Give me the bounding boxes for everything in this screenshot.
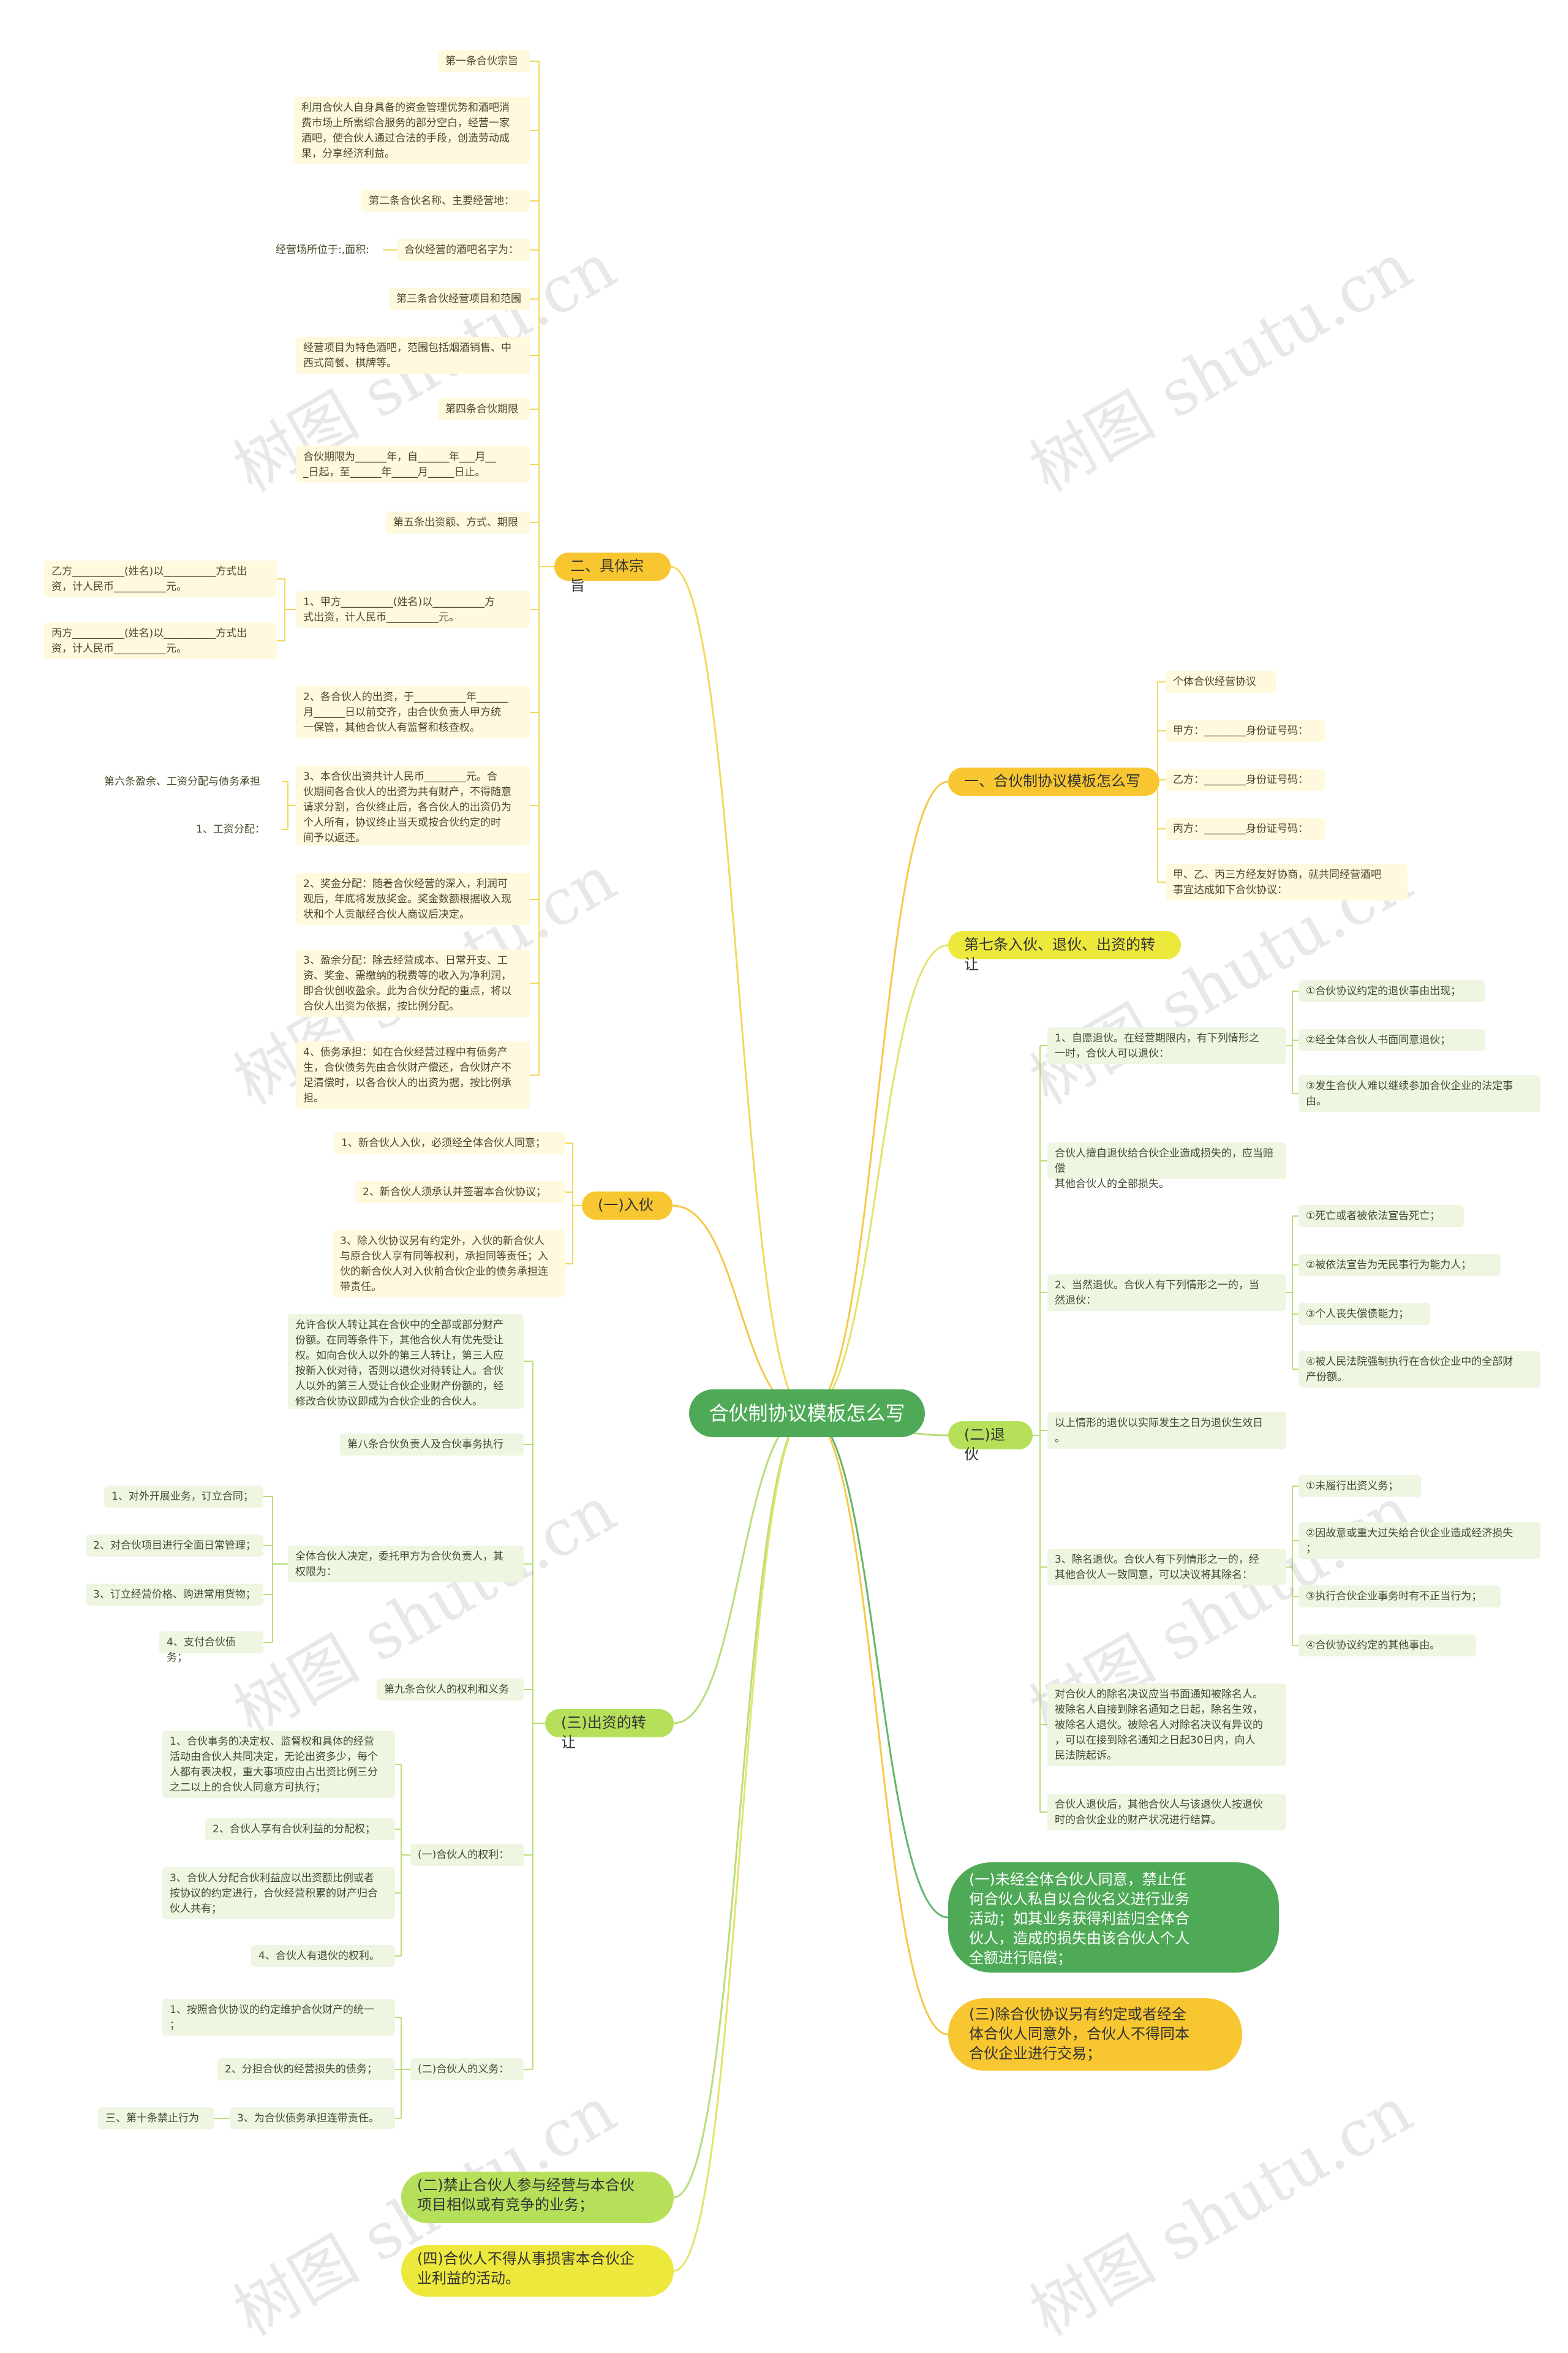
quit-item-6: 对合伙人的除名决议应当书面通知被除名人。 被除名人自接到除名通知之日起，除名生效… — [1047, 1683, 1286, 1766]
spec-item-15: 4、债务承担：如在合伙经营过程中有债务产 生，合伙债务先由合伙财产偿还，合伙财产… — [296, 1041, 530, 1109]
branch-no-compete[interactable]: (二)禁止合伙人参与经营与本合伙 项目相似或有竞争的业务； — [401, 2172, 674, 2223]
transfer-right-3: 3、合伙人分配合伙利益应以出资额比例或者 按协议的约定进行，合伙经营积累的财产归… — [162, 1867, 395, 1919]
quit-item-3-a: ①死亡或者被依法宣告死亡； — [1298, 1205, 1464, 1227]
branch-transfer[interactable]: (三)出资的转让 — [545, 1709, 674, 1751]
root-node[interactable]: 合伙制协议模板怎么写 — [689, 1389, 925, 1437]
how-item-2: 甲方：________身份证号码： — [1166, 720, 1325, 742]
spec-item-12: 3、本合伙出资共计人民币________元。合 伙期间各合伙人的出资为共有财产，… — [296, 766, 530, 845]
branch-no-harm[interactable]: (四)合伙人不得从事损害本合伙企 业利益的活动。 — [401, 2245, 674, 2297]
branch-no-self-dealing[interactable]: (三)除合伙协议另有约定或者经全 体合伙人同意外，合伙人不得同本 合伙企业进行交… — [948, 1998, 1242, 2071]
quit-item-5-b: ②因故意或重大过失给合伙企业造成经济损失 ； — [1298, 1522, 1540, 1559]
transfer-power-4: 4、支付合伙债务； — [159, 1631, 263, 1664]
quit-item-5-d: ④合伙协议约定的其他事由。 — [1298, 1634, 1476, 1656]
spec-item-2: 利用合伙人自身具备的资金管理优势和酒吧消 费市场上所需综合服务的部分空白，经营一… — [294, 97, 530, 164]
spec-item-9: 第五条出资额、方式、期限 — [386, 512, 530, 534]
spec-item-3: 第二条合伙名称、主要经营地： — [361, 190, 530, 212]
quit-item-1-b: ②经全体合伙人书面同意退伙； — [1298, 1029, 1485, 1051]
transfer-item-3: 全体合伙人决定，委托甲方为合伙负责人，其 权限为： — [288, 1546, 524, 1582]
how-item-1: 个体合伙经营协议 — [1166, 671, 1276, 693]
quit-item-3-b: ②被依法宣告为无民事行为能力人； — [1298, 1254, 1501, 1276]
quit-item-1: 1、自愿退伙。在经营期限内，有下列情形之 一时，合伙人可以退伙： — [1047, 1027, 1286, 1064]
transfer-duty-3: 3、为合伙债务承担连带责任。 — [230, 2107, 395, 2129]
join-item-3: 3、除入伙协议另有约定外，入伙的新合伙人 与原合伙人享有同等权利，承担同等责任；… — [333, 1230, 565, 1297]
transfer-right-1: 1、合伙事务的决定权、监督权和具体的经营 活动由合伙人共同决定，无论出资多少，每… — [162, 1731, 395, 1798]
join-item-2: 2、新合伙人须承认并签署本合伙协议； — [355, 1181, 565, 1203]
spec-item-7: 第四条合伙期限 — [438, 398, 530, 420]
quit-item-5-a: ①未履行出资义务； — [1298, 1475, 1421, 1497]
transfer-item-1: 允许合伙人转让其在合伙中的全部或部分财产 份额。在同等条件下，其他合伙人有优先受… — [288, 1314, 524, 1409]
branch-article-7[interactable]: 第七条入伙、退伙、出资的转让 — [948, 931, 1181, 973]
spec-item-8: 合伙期限为______年，自______年___月__ _日起，至______年… — [296, 446, 530, 483]
how-item-5: 甲、乙、丙三方经友好协商，就共同经营酒吧 事宜达成如下合伙协议： — [1166, 864, 1408, 901]
spec-item-4: 合伙经营的酒吧名字为： — [397, 239, 530, 261]
transfer-power-1: 1、对外开展业务，订立合同； — [104, 1486, 263, 1508]
how-item-4: 丙方：________身份证号码： — [1166, 818, 1325, 840]
transfer-item-2: 第八条合伙负责人及合伙事务执行 — [340, 1433, 524, 1456]
spec-item-wage: 1、工资分配： — [196, 823, 265, 836]
transfer-right-4: 4、合伙人有退伙的权利。 — [251, 1945, 395, 1967]
transfer-power-3: 3、订立经营价格、购进常用货物； — [86, 1584, 263, 1606]
how-item-3: 乙方：________身份证号码： — [1166, 769, 1325, 791]
quit-item-1-a: ①合伙协议约定的退伙事由出现； — [1298, 980, 1485, 1002]
transfer-duty-1: 1、按照合伙协议的约定维护合伙财产的统一 ； — [162, 1999, 395, 2036]
spec-item-6: 经营项目为特色酒吧，范围包括烟酒销售、中 西式简餐、棋牌等。 — [296, 337, 530, 374]
quit-item-2: 合伙人擅自退伙给合伙企业造成损失的，应当赔偿 其他合伙人的全部损失。 — [1047, 1143, 1286, 1190]
quit-item-5-c: ③执行合伙企业事务时有不正当行为； — [1298, 1585, 1501, 1607]
transfer-rights: (一)合伙人的权利： — [410, 1844, 524, 1866]
quit-item-3-c: ③个人丧失偿债能力； — [1298, 1303, 1430, 1325]
spec-item-13: 2、奖金分配：随着合伙经营的深入，利润可 观后，年底将发放奖金。奖金数额根据收入… — [296, 873, 530, 925]
spec-item-5: 第三条合伙经营项目和范围 — [389, 288, 530, 310]
transfer-duty-2: 2、分担合伙的经营损失的债务； — [217, 2058, 395, 2080]
quit-item-5: 3、除名退伙。合伙人有下列情形之一的，经 其他合伙人一致同意，可以决议将其除名： — [1047, 1549, 1286, 1585]
quit-item-3-d: ④被人民法院强制执行在合伙企业中的全部财 产份额。 — [1298, 1351, 1540, 1388]
branch-quit[interactable]: (二)退伙 — [948, 1421, 1033, 1463]
transfer-duties: (二)合伙人的义务： — [410, 2058, 524, 2080]
quit-item-3: 2、当然退伙。合伙人有下列情形之一的，当 然退伙： — [1047, 1274, 1286, 1311]
spec-item-1: 第一条合伙宗旨 — [438, 50, 530, 72]
branch-specific-purpose[interactable]: 二、具体宗旨 — [554, 553, 671, 594]
spec-item-10-c: 丙方__________(姓名)以__________方式出 资，计人民币___… — [44, 622, 277, 659]
branch-join[interactable]: (一)入伙 — [582, 1192, 673, 1220]
transfer-item-4: 第九条合伙人的权利和义务 — [377, 1679, 524, 1701]
spec-item-14: 3、盈余分配：除去经营成本、日常开支、工 资、奖金、需缴纳的税费等的收入为净利润… — [296, 950, 530, 1017]
quit-item-1-c: ③发生合伙人难以继续参加合伙企业的法定事 由。 — [1298, 1075, 1540, 1112]
spec-item-10: 1、甲方__________(姓名)以__________方 式出资，计人民币_… — [296, 591, 530, 628]
quit-item-7: 合伙人退伙后，其他合伙人与该退伙人按退伙 时的合伙企业的财产状况进行结算。 — [1047, 1794, 1286, 1830]
branch-no-private-business[interactable]: (一)未经全体合伙人同意，禁止任 何合伙人私自以合伙名义进行业务 活动；如其业务… — [948, 1862, 1279, 1973]
transfer-duty-4: 三、第十条禁止行为 — [98, 2107, 214, 2129]
spec-item-11: 2、各合伙人的出资，于__________年______ 月______日以前交… — [296, 686, 530, 738]
spec-item-article-6: 第六条盈余、工资分配与债务承担 — [104, 776, 260, 788]
join-item-1: 1、新合伙人入伙，必须经全体合伙人同意； — [334, 1132, 565, 1154]
spec-item-4-location: 经营场所位于:,面积: — [276, 244, 369, 256]
spec-item-10-b: 乙方__________(姓名)以__________方式出 资，计人民币___… — [44, 561, 277, 597]
branch-how-to-write[interactable]: 一、合伙制协议模板怎么写 — [948, 768, 1159, 796]
transfer-power-2: 2、对合伙项目进行全面日常管理； — [86, 1535, 263, 1557]
transfer-right-2: 2、合伙人享有合伙利益的分配权； — [205, 1818, 395, 1840]
quit-item-4: 以上情形的退伙以实际发生之日为退伙生效日 。 — [1047, 1412, 1286, 1449]
